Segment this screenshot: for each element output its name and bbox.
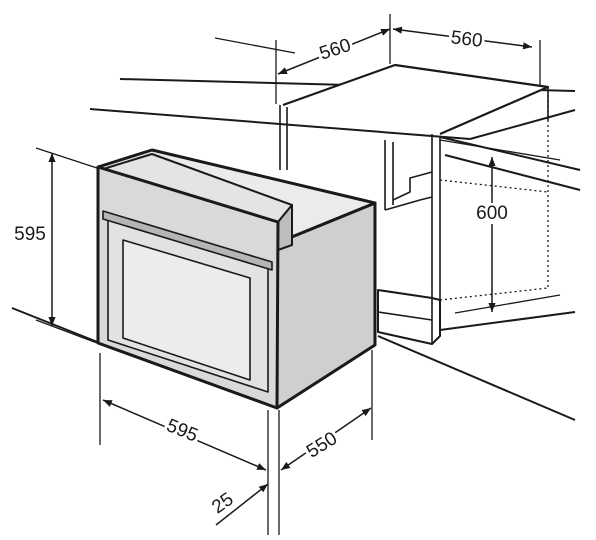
arrow-front-thickness — [215, 483, 269, 526]
oven-door-window — [122, 239, 251, 381]
label-oven-height: 595 — [14, 224, 46, 245]
cabinet-niche — [11, 63, 581, 421]
label-cabinet-height: 600 — [476, 203, 508, 224]
label-cabinet-width: 560 — [450, 27, 484, 52]
oven-door-handle — [102, 210, 273, 271]
label-front-thickness: 25 — [208, 489, 237, 518]
oven — [96, 148, 377, 410]
extension-lines — [35, 14, 561, 535]
label-cabinet-depth: 560 — [317, 35, 354, 65]
